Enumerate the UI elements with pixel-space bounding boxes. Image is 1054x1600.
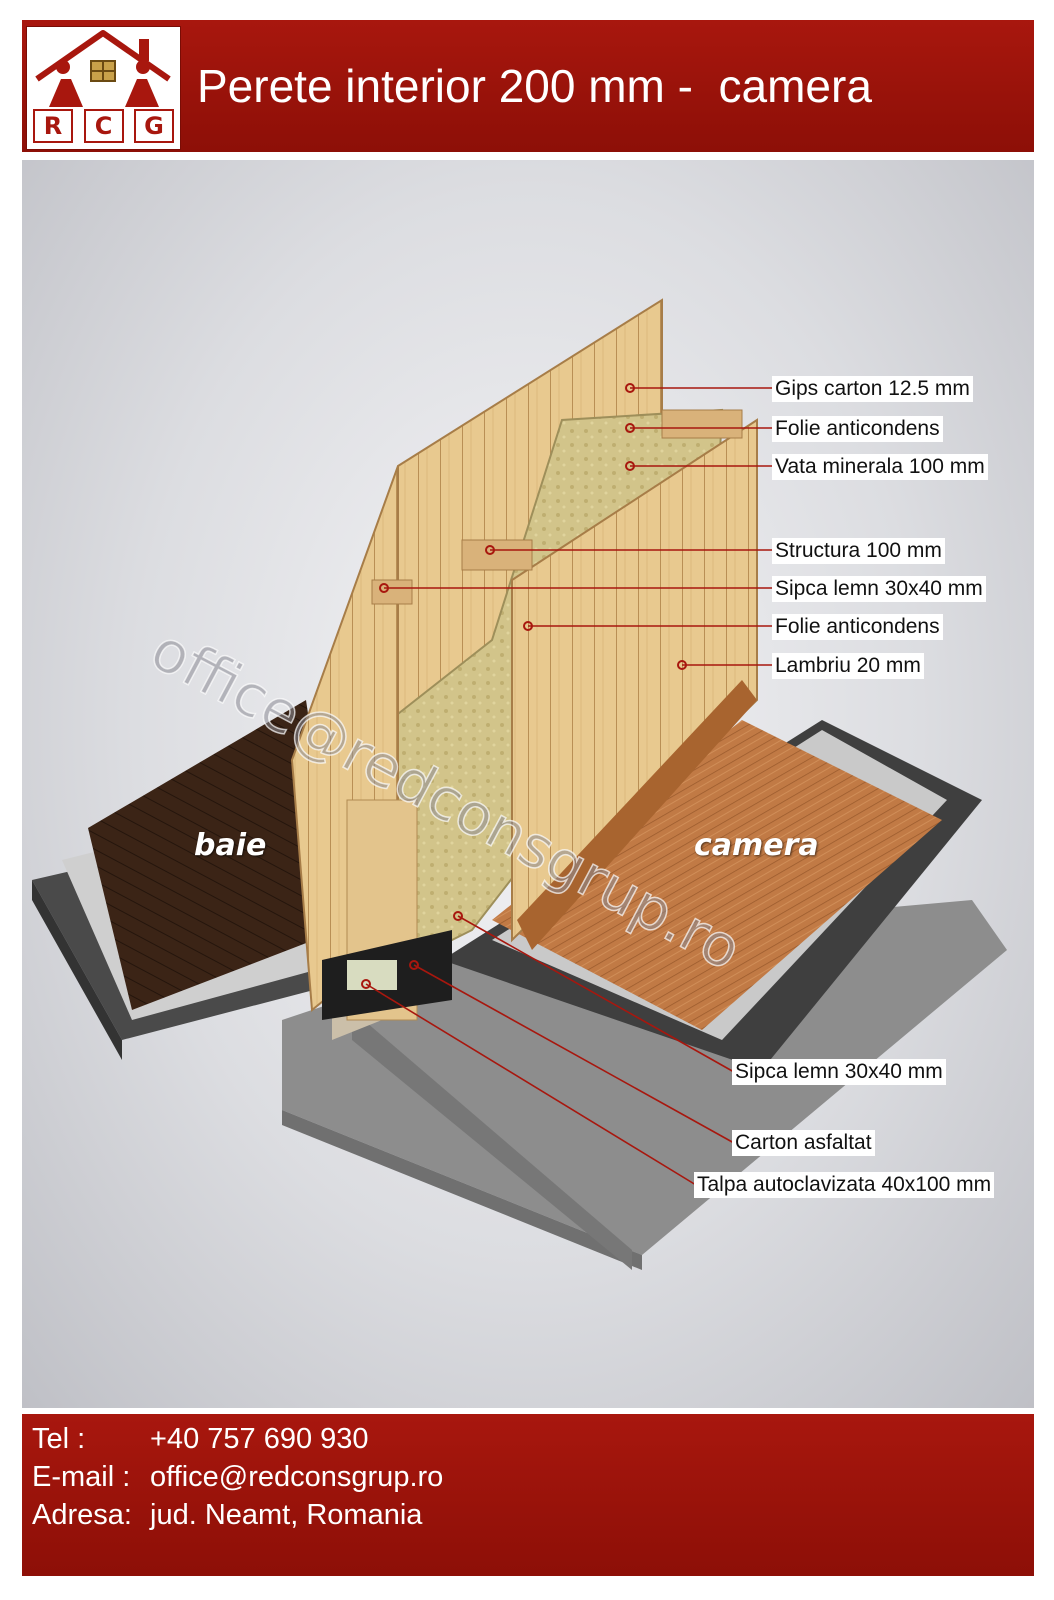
callout-carton-asfaltat: Carton asfaltat [732,1130,875,1156]
logo-letter-r: R [33,109,73,143]
footer-tel-value[interactable]: +40 757 690 930 [150,1423,369,1455]
callout-vata-minerala: Vata minerala 100 mm [772,454,988,480]
footer-tel-label: Tel : [32,1423,86,1455]
footer-email-value[interactable]: office@redconsgrup.ro [150,1461,444,1493]
wall-illustration [32,298,1007,1270]
callout-talpa-autoclavizata: Talpa autoclavizata 40x100 mm [694,1172,995,1198]
house-logo-icon [35,30,171,107]
callout-folie-anticondens-top: Folie anticondens [772,416,943,442]
page-title: Perete interior 200 mm - camera [197,60,872,112]
footer-address-label: Adresa: [32,1499,132,1531]
callout-lambriu: Lambriu 20 mm [772,653,924,679]
callout-structura: Structura 100 mm [772,538,945,564]
wall-section-diagram: office@redconsgrup.ro baie camera Gips c… [22,160,1034,1408]
contact-footer: Tel : +40 757 690 930 E-mail : office@re… [22,1414,1034,1576]
header-banner: R C G Perete interior 200 mm - camera [22,20,1034,152]
footer-email-label: E-mail : [32,1461,131,1493]
logo-letter-g: G [134,109,174,143]
room-label-camera: camera [694,828,819,863]
footer-address-value: jud. Neamt, Romania [150,1499,423,1531]
room-label-baie: baie [194,828,267,863]
logo-letter-c: C [83,109,124,143]
company-logo: R C G [26,26,181,150]
callout-folie-anticondens-bottom: Folie anticondens [772,614,943,640]
callout-sipca-lemn-top: Sipca lemn 30x40 mm [772,576,986,602]
callout-sipca-lemn-bottom: Sipca lemn 30x40 mm [732,1059,946,1085]
callout-gips-carton: Gips carton 12.5 mm [772,376,973,402]
